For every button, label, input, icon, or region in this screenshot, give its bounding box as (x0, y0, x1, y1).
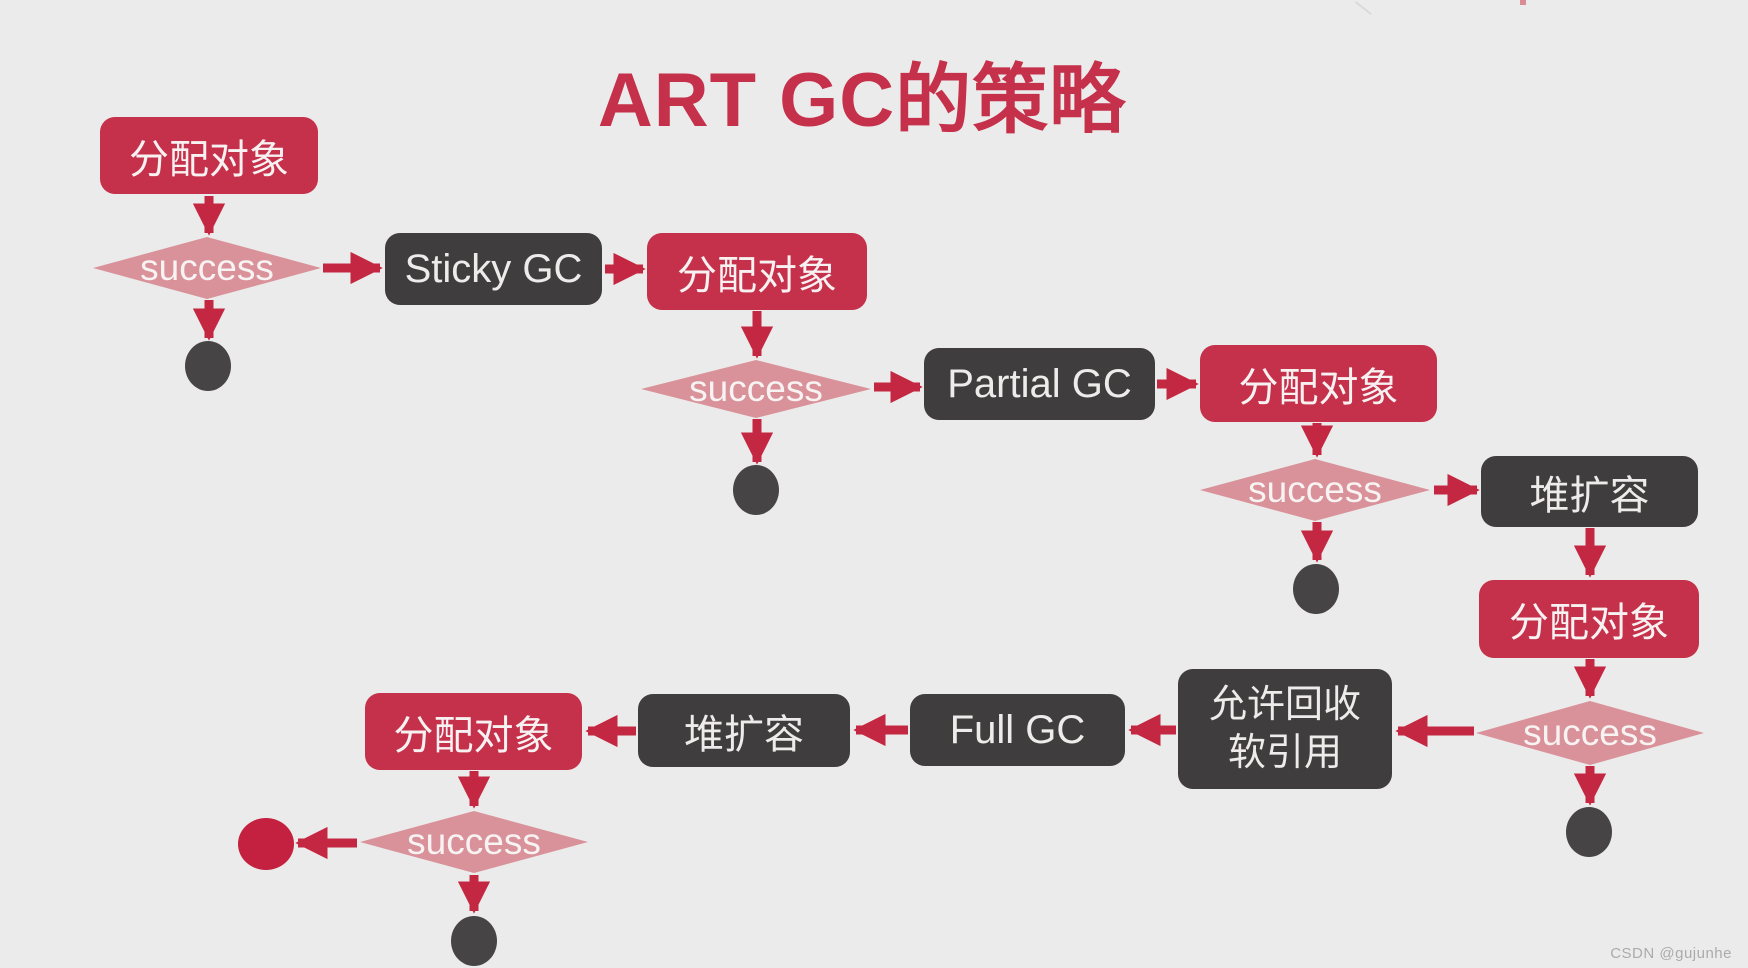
csdn-watermark: CSDN @gujunhe (1610, 945, 1732, 962)
node-allocate-object-2: 分配对象 (647, 233, 867, 310)
node-allocate-object-5: 分配对象 (365, 693, 582, 770)
node-full-gc: Full GC (910, 694, 1125, 766)
node-allocate-object-3: 分配对象 (1200, 345, 1437, 422)
node-success-4: success (1476, 701, 1704, 765)
node-heap-expand-2: 堆扩容 (638, 694, 850, 767)
page-title: ART GC的策略 (597, 58, 1127, 143)
end-dot-3 (1293, 564, 1339, 614)
node-allocate-object-4: 分配对象 (1479, 580, 1699, 658)
end-dot-2 (733, 465, 779, 515)
node-success-1: success (93, 237, 321, 299)
end-dot-red (238, 818, 294, 870)
node-success-2: success (641, 360, 871, 418)
node-success-3: success (1200, 459, 1430, 521)
node-partial-gc: Partial GC (924, 348, 1155, 420)
node-sticky-gc: Sticky GC (385, 233, 602, 305)
node-allow-reclaim-soft-refs: 允许回收 软引用 (1178, 669, 1392, 789)
screen-artifact-line (1354, 1, 1372, 15)
end-dot-4 (1566, 807, 1612, 857)
node-success-5: success (360, 811, 588, 873)
allow-reclaim-line-1: 允许回收 (1208, 684, 1361, 726)
node-allocate-object-1: 分配对象 (100, 117, 318, 194)
end-dot-1 (185, 341, 231, 391)
end-dot-5 (451, 916, 497, 966)
allow-reclaim-line-2: 软引用 (1227, 732, 1342, 774)
node-heap-expand-1: 堆扩容 (1481, 456, 1698, 527)
screen-artifact-dot (1520, 0, 1526, 5)
